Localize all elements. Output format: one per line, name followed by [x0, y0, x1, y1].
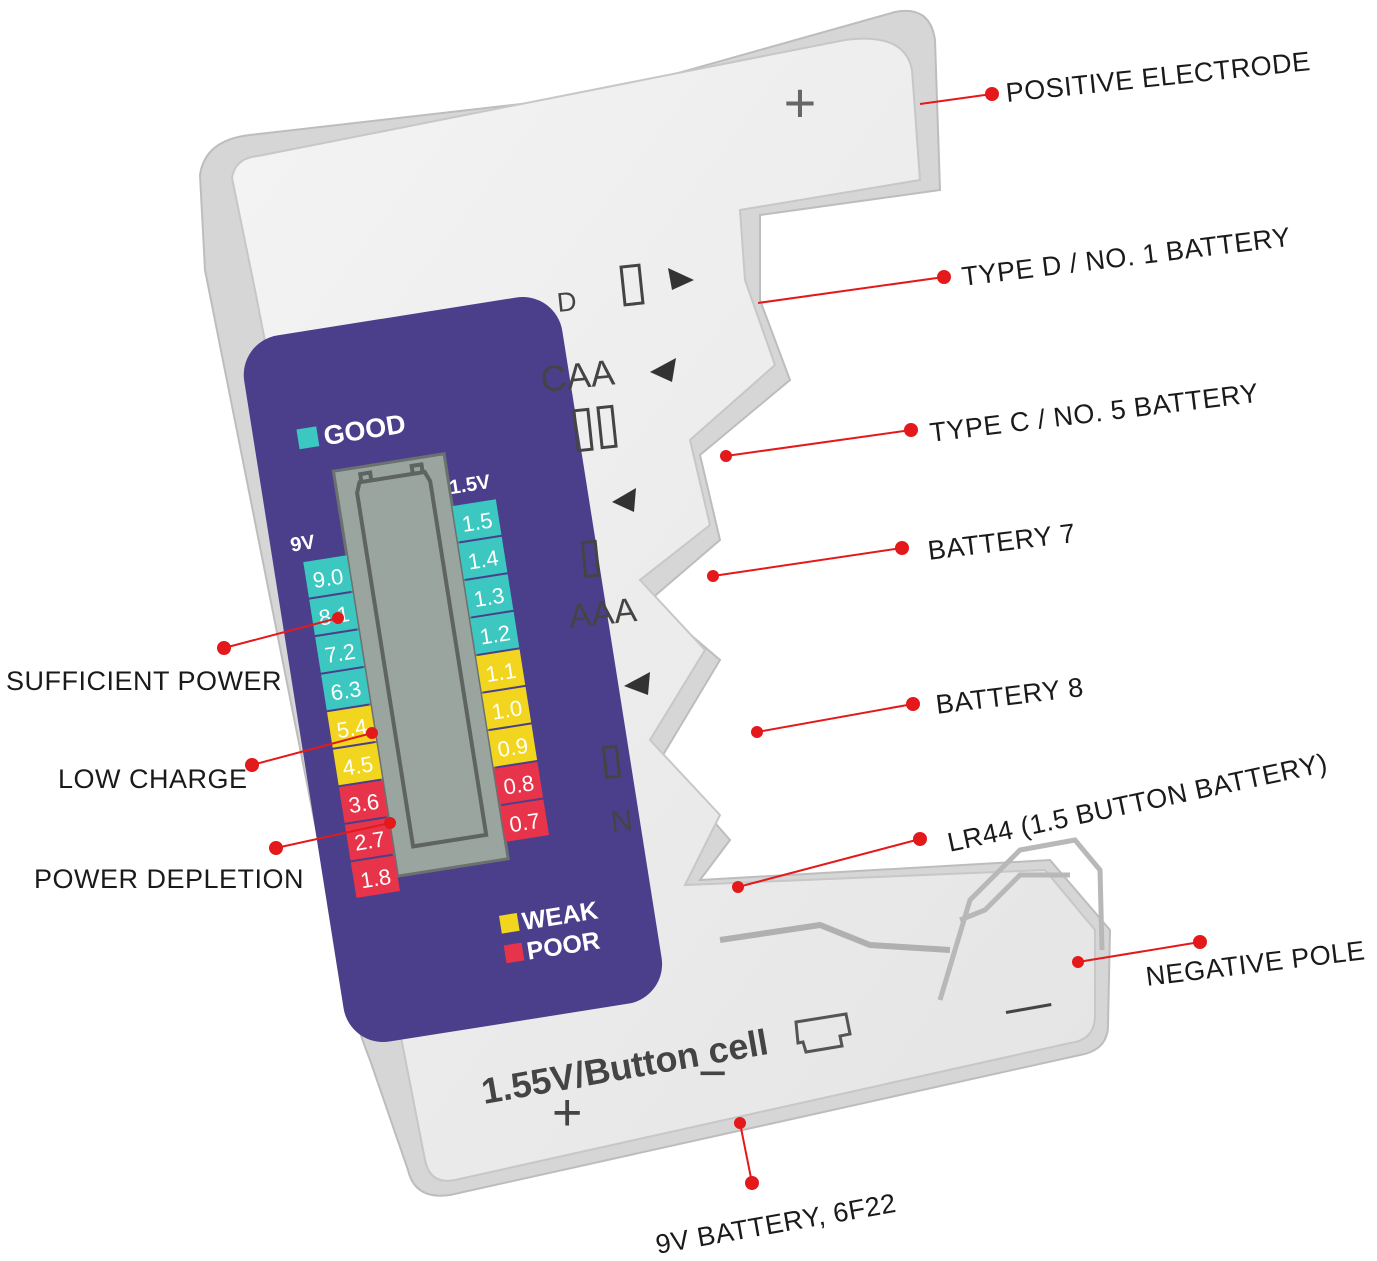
- slot-label-aaa: AAA: [567, 591, 639, 636]
- scale-15v-cell-0: [452, 499, 502, 542]
- scale-9v-cell-8: [350, 855, 400, 898]
- button-cell-minus: −: [698, 1045, 727, 1101]
- d-arrow-icon: [668, 268, 694, 290]
- slot-markings: D CAA AAA N: [539, 263, 694, 839]
- poor-legend-swatch: [503, 942, 525, 964]
- scale-9v-cell-4: [327, 705, 377, 748]
- top-plus-sign: +: [784, 71, 817, 134]
- scale-9v-value-0: 9.0: [311, 564, 345, 593]
- scale-9v-value-7: 2.7: [353, 826, 387, 855]
- scale-9v-value-6: 3.6: [347, 789, 381, 818]
- scale-9v-label: 9V: [289, 531, 317, 557]
- aa-battery-icon: [596, 404, 618, 450]
- scale-9v-value-8: 1.8: [359, 864, 393, 893]
- c-battery-icon: [572, 407, 594, 453]
- right-minus-sign: —: [1001, 975, 1055, 1034]
- scale-15v-cell-5: [482, 686, 532, 730]
- scale-15v-cell-3: [470, 611, 520, 655]
- scale-15v-value-7: 0.8: [502, 770, 536, 799]
- spring-contact: [937, 837, 1105, 1001]
- button-cell-contact: [719, 921, 951, 953]
- scale-15v: 1.5 1.4 1.3 1.2 1.1 1.0 0.9 0.8 0.7: [452, 499, 549, 842]
- scale-15v-cell-7: [493, 761, 544, 805]
- scale-9v-value-2: 7.2: [323, 639, 357, 668]
- scale-15v-cell-2: [464, 574, 514, 617]
- slot-label-d: D: [555, 286, 578, 318]
- scale-15v-cell-1: [458, 536, 508, 580]
- aaa-battery-icon: [580, 539, 601, 579]
- scale-9v-cell-7: [344, 817, 394, 861]
- callout-lines: [217, 87, 1207, 1190]
- scale-15v-cell-6: [488, 724, 538, 767]
- scale-15v-cell-4: [476, 649, 526, 692]
- scale-15v-value-8: 0.7: [508, 808, 542, 837]
- lcd-battery-outline: [355, 462, 489, 849]
- scale-9v-cell-5: [332, 742, 383, 786]
- d-battery-icon: [619, 263, 645, 307]
- scale-9v-cell-0: [303, 555, 353, 598]
- weak-legend-swatch: [499, 913, 520, 934]
- scale-9v-value-3: 6.3: [329, 676, 363, 705]
- scale-9v-value-5: 4.5: [341, 751, 375, 780]
- scale-15v-value-5: 1.0: [490, 695, 524, 724]
- scale-9v-cell-3: [321, 667, 371, 711]
- nine-v-terminal-icon: [794, 1012, 852, 1054]
- callout-power-depletion: POWER DEPLETION: [34, 864, 305, 894]
- scale-9v: 9.08.17.26.35.44.53.62.71.8: [303, 555, 400, 898]
- callout-sufficient-power: SUFFICIENT POWER: [6, 666, 283, 696]
- slot-label-caa: CAA: [539, 351, 617, 400]
- n-battery-icon: [601, 744, 622, 780]
- scale-15v-value-6: 0.9: [496, 733, 530, 762]
- battery8-arrow-icon: [624, 672, 650, 695]
- battery7-arrow-icon: [612, 488, 636, 512]
- slot-label-n: N: [609, 804, 634, 839]
- scale-15v-value-3: 1.2: [478, 620, 512, 649]
- scale-15v-value-1: 1.4: [466, 545, 500, 574]
- callout-low-charge: LOW CHARGE: [58, 764, 248, 794]
- caa-arrow-icon: [650, 358, 676, 382]
- button-cell-plus: +: [552, 1084, 582, 1142]
- scale-15v-value-0: 1.5: [460, 508, 494, 537]
- scale-15v-cell-8: [499, 799, 549, 842]
- scale-15v-value-2: 1.3: [472, 583, 506, 612]
- scale-15v-value-4: 1.1: [484, 658, 518, 687]
- scale-9v-cell-6: [338, 780, 389, 823]
- scale-9v-cell-2: [315, 630, 365, 673]
- good-legend-swatch: [296, 426, 320, 450]
